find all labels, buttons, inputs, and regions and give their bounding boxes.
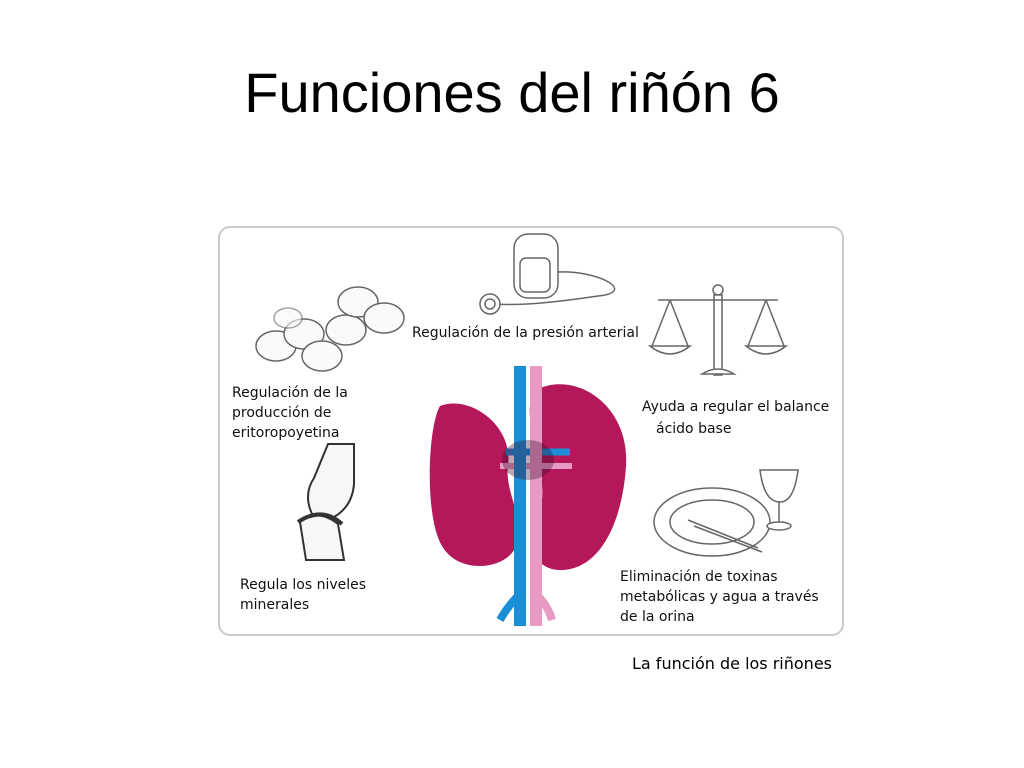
label-minerals-1: Regula los niveles	[240, 577, 367, 593]
plate-cutlery-glass-icon	[653, 469, 799, 557]
kidney-functions-illustration	[255, 233, 799, 626]
balance-scale-icon	[647, 284, 789, 376]
label-erythropoietin-1: Regulación de la	[232, 385, 348, 401]
bone-joint-icon	[296, 443, 355, 561]
kidneys-icon	[429, 366, 627, 626]
slide-title: Funciones del riñón 6	[244, 61, 780, 124]
label-toxins-2: metabólicas y agua a través	[620, 589, 819, 605]
label-erythropoietin-3: eritoropoyetina	[232, 425, 340, 441]
figure-caption: La función de los riñones	[632, 654, 832, 673]
label-minerals-2: minerales	[240, 597, 310, 613]
blood-pressure-cuff-icon	[479, 233, 616, 315]
label-acid-base-2: ácido base	[656, 421, 732, 437]
label-toxins-1: Eliminación de toxinas	[620, 569, 778, 585]
label-erythropoietin-2: producción de	[232, 405, 332, 421]
label-acid-base-1: Ayuda a regular el balance	[642, 399, 830, 415]
red-blood-cells-icon	[255, 286, 405, 372]
label-toxins-3: de la orina	[620, 609, 695, 625]
label-blood-pressure: Regulación de la presión arterial	[412, 325, 639, 341]
